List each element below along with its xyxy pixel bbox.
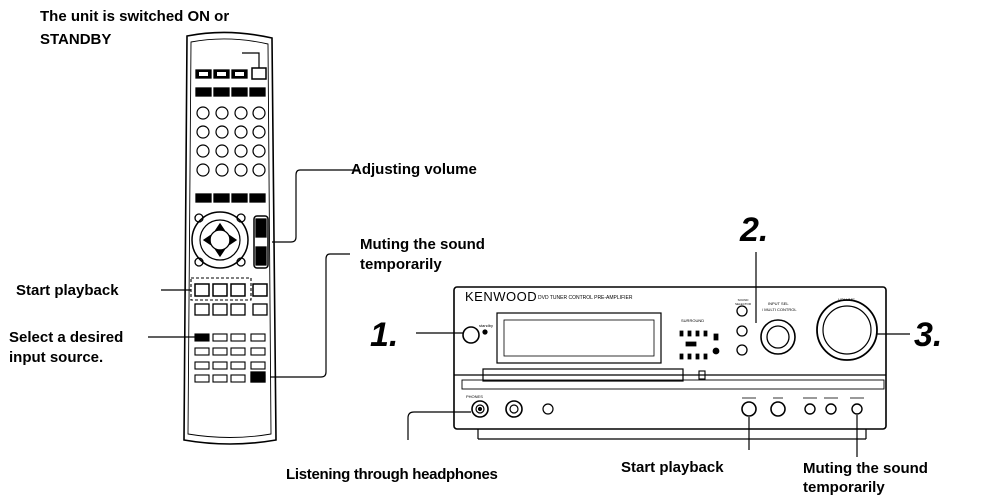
brand-logo: KENWOOD	[465, 289, 538, 304]
remote-mute-button[interactable]	[250, 371, 266, 383]
mic-jack[interactable]	[542, 403, 554, 415]
remote-cursor-pad[interactable]	[191, 211, 249, 269]
remote-control	[183, 31, 277, 445]
volume-knob[interactable]	[816, 299, 878, 361]
sound-selector-label: SOUND SELECTOR	[734, 298, 752, 306]
remote-numeric-keypad[interactable]	[196, 106, 266, 177]
multi-control-label: / MULTI CONTROL	[762, 307, 797, 312]
remote-transport-row[interactable]	[194, 303, 268, 316]
remote-top-buttons[interactable]	[195, 69, 248, 79]
step-2-number: 2.	[740, 211, 769, 249]
phones-jack[interactable]	[471, 400, 489, 418]
remote-function-row[interactable]	[195, 193, 266, 203]
remote-playback-highlight	[190, 277, 252, 301]
mute-unit-callout-line1: Muting the sound	[803, 460, 928, 477]
input-callout-line1: Select a desired	[9, 329, 124, 346]
input-selector-knob[interactable]	[760, 319, 796, 355]
front-panel-unit	[453, 286, 887, 440]
remote-second-row[interactable]	[195, 87, 266, 97]
unit-callout-lines	[407, 252, 910, 457]
standby-label: standby	[479, 323, 494, 328]
standby-indicator	[482, 329, 488, 335]
mute-remote-callout-line2: temporarily	[360, 256, 442, 273]
sound-selector-buttons[interactable]	[736, 305, 748, 356]
phones-label: PHONES	[466, 394, 483, 399]
step-3-number: 3.	[914, 316, 943, 354]
surround-indicators	[679, 330, 720, 360]
step-1-number: 1.	[370, 316, 399, 354]
volume-callout: Adjusting volume	[351, 161, 477, 178]
input-sel-label: INPUT SEL	[768, 301, 789, 306]
standby-button[interactable]	[462, 326, 480, 344]
surround-label: SURROUND	[681, 318, 705, 323]
audio-input-jack[interactable]	[505, 400, 523, 418]
headphones-callout: Listening through headphones	[286, 466, 498, 483]
input-callout-line2: input source.	[9, 349, 104, 366]
power-callout-line2: STANDBY	[40, 31, 112, 48]
power-callout-line1: The unit is switched ON or	[40, 8, 230, 25]
remote-callout-lines	[148, 52, 360, 378]
front-transport-buttons[interactable]	[741, 401, 863, 417]
play-unit-callout: Start playback	[621, 459, 724, 476]
disc-tray	[461, 379, 885, 390]
eject-button[interactable]	[698, 370, 706, 380]
remote-power-button[interactable]	[251, 67, 267, 80]
remote-volume-rocker[interactable]	[253, 215, 269, 269]
mute-remote-callout-line1: Muting the sound	[360, 236, 485, 253]
play-remote-callout: Start playback	[16, 282, 119, 299]
display-window	[496, 312, 662, 364]
remote-playback-buttons[interactable]	[194, 283, 268, 297]
mute-unit-callout-line2: temporarily	[803, 479, 885, 496]
model-name: DVD TUNER CONTROL PRE-AMPLIFIER	[538, 295, 633, 301]
volume-panel-label: VOLUME	[838, 297, 855, 302]
